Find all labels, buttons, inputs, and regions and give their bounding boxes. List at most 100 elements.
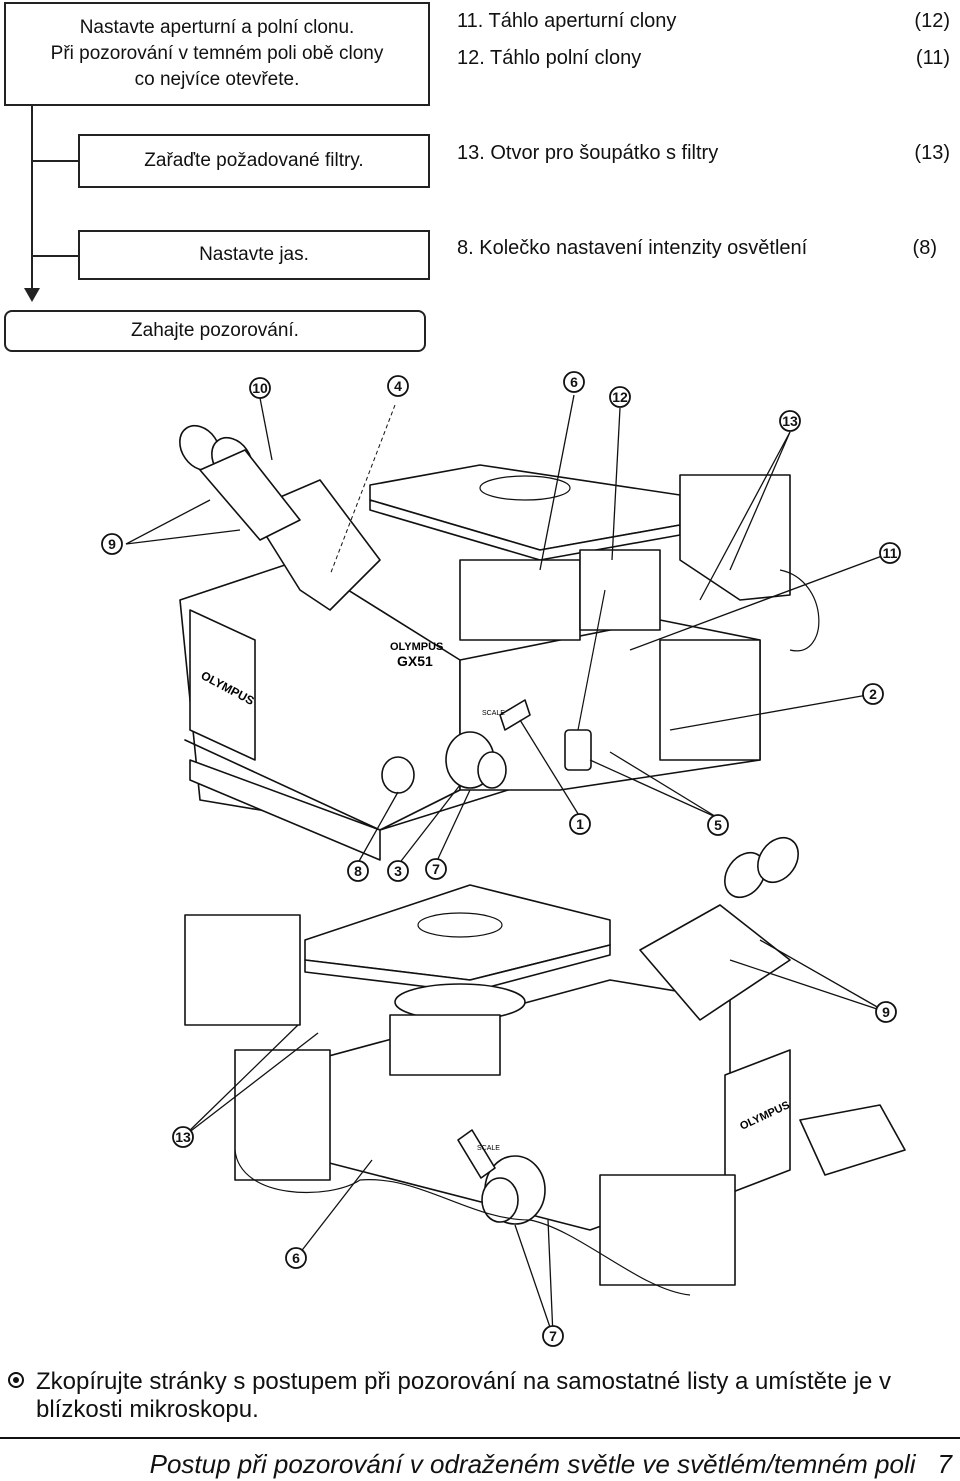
svg-text:5: 5 (714, 817, 722, 833)
note-paragraph: Zkopírujte stránky s postupem při pozoro… (8, 1368, 948, 1424)
control-item-field: 12. Táhlo polní clony (11) (457, 47, 950, 73)
callout-4: 4 (387, 375, 409, 397)
svg-text:10: 10 (252, 380, 268, 396)
front-display (189, 609, 256, 761)
flow-step-aperture-line2: Při pozorování v temném poli obě clony (50, 43, 384, 64)
flow-connector-branch-filters (31, 160, 78, 162)
rear-scale-text: SCALE (477, 1145, 500, 1152)
svg-text:8: 8 (354, 863, 362, 879)
control-label: 13. Otvor pro šoupátko s filtry (457, 142, 719, 164)
body-model-text: GX51 (397, 653, 433, 669)
flow-step-aperture-line1: Nastavte aperturní a polní clonu. (79, 17, 355, 38)
callout-1: 1 (569, 813, 591, 835)
svg-text:11: 11 (883, 545, 898, 561)
flow-step-filters-label: Zařaďte požadované filtry. (144, 150, 364, 171)
microscope-rear-view: OLYMPUS SCALE (184, 836, 906, 1296)
callout-10: 10 (249, 377, 271, 399)
side-module (659, 639, 761, 761)
microscope-front-view: OLYMPUS OLYMPUS GX51 SCALE (179, 404, 820, 861)
flow-step-filters: Zařaďte požadované filtry. (78, 134, 430, 188)
rear-stage-column (389, 1014, 501, 1076)
callout-2: 2 (862, 683, 884, 705)
footer-title: Postup při pozorování v odraženém světle… (149, 1449, 916, 1479)
rear-eyepiece-tube (639, 904, 791, 1021)
rear-body-module (234, 1049, 331, 1181)
flow-step-aperture: Nastavte aperturní a polní clonu. Při po… (4, 2, 430, 106)
callout-9: 9 (875, 1001, 897, 1023)
note-circle-icon (8, 1372, 24, 1388)
flow-step-start-label: Zahajte pozorování. (131, 320, 299, 341)
control-label: 12. Táhlo polní clony (457, 47, 642, 69)
filter-rod (577, 589, 606, 731)
flow-step-brightness: Nastavte jas. (78, 230, 430, 280)
callout-11: 11 (879, 542, 901, 564)
page-number: 7 (937, 1449, 952, 1479)
callout-leaders-bottom (182, 939, 887, 1337)
callout-13: 13 (172, 1126, 194, 1148)
callout-5: 5 (707, 814, 729, 836)
rear-eyepiece-right-icon (757, 836, 799, 884)
control-item-aperture: 11. Táhlo aperturní clony (12) (457, 10, 950, 36)
rear-stage-side (304, 944, 611, 993)
scale-text: SCALE (482, 710, 505, 717)
svg-text:7: 7 (549, 1328, 557, 1344)
callout-9: 9 (101, 533, 123, 555)
remote-pad (799, 1104, 906, 1176)
callout-7: 7 (425, 858, 447, 880)
scale-plate (499, 699, 531, 731)
filter-slider (564, 729, 592, 771)
rear-scale-plate (457, 1129, 496, 1179)
flow-step-start: Zahajte pozorování. (4, 310, 426, 352)
callout-markers: 10 4 6 12 13 9 11 2 1 5 8 3 7 9 13 6 7 (101, 371, 901, 1347)
svg-text:9: 9 (882, 1004, 890, 1020)
body-brand-text: OLYMPUS (390, 641, 443, 653)
rear-display (724, 1049, 791, 1196)
microscope-illustration: OLYMPUS OLYMPUS GX51 SCALE (101, 371, 906, 1347)
svg-text:13: 13 (175, 1129, 191, 1145)
svg-text:3: 3 (394, 863, 402, 879)
svg-text:2: 2 (869, 686, 877, 702)
control-item-filter-slot: 13. Otvor pro šoupátko s filtry (13) (457, 142, 950, 168)
lamp-cable (779, 569, 820, 652)
flow-connector-branch-brightness (31, 255, 78, 257)
callout-6: 6 (563, 371, 585, 393)
callout-7: 7 (542, 1325, 564, 1347)
control-label: 11. Táhlo aperturní clony (457, 10, 677, 32)
callout-3: 3 (387, 860, 409, 882)
body-lower-block (189, 759, 381, 861)
note-text: Zkopírujte stránky s postupem při pozoro… (36, 1368, 892, 1423)
rear-focus-knob-inner (481, 1177, 519, 1223)
flow-step-aperture-line3: co nejvíce otevřete. (134, 69, 300, 90)
flow-step-brightness-label: Nastavte jas. (199, 244, 309, 265)
focus-knob-inner (477, 751, 507, 789)
rear-stage-opening (417, 912, 503, 938)
intensity-knob (381, 756, 415, 794)
stage-opening (479, 475, 571, 501)
callout-8: 8 (347, 860, 369, 882)
control-item-intensity: 8. Kolečko nastavení intenzity osvětlení… (457, 237, 937, 263)
rear-lamp-housing (184, 914, 301, 1026)
svg-text:9: 9 (108, 536, 116, 552)
stage-support (459, 559, 581, 641)
lamp-housing (679, 474, 791, 601)
control-ref: (11) (915, 47, 950, 69)
svg-text:6: 6 (292, 1250, 300, 1266)
page-footer: Postup při pozorování v odraženém světle… (150, 1449, 952, 1480)
stage-support-right (579, 549, 661, 631)
svg-text:6: 6 (570, 374, 578, 390)
control-ref: (13) (914, 142, 950, 164)
svg-text:4: 4 (394, 378, 402, 394)
optical-axis-line (329, 404, 396, 576)
control-ref: (12) (914, 10, 950, 32)
svg-text:1: 1 (576, 816, 584, 832)
power-box (599, 1174, 736, 1286)
svg-text:12: 12 (612, 389, 628, 405)
rear-cable (234, 1149, 691, 1296)
svg-text:7: 7 (432, 861, 440, 877)
control-label: 8. Kolečko nastavení intenzity osvětlení (457, 237, 808, 259)
control-ref: (8) (912, 237, 937, 259)
callout-13: 13 (779, 410, 801, 432)
callout-6: 6 (285, 1247, 307, 1269)
footer-divider (0, 1437, 960, 1439)
flow-connector-vertical (31, 106, 33, 292)
